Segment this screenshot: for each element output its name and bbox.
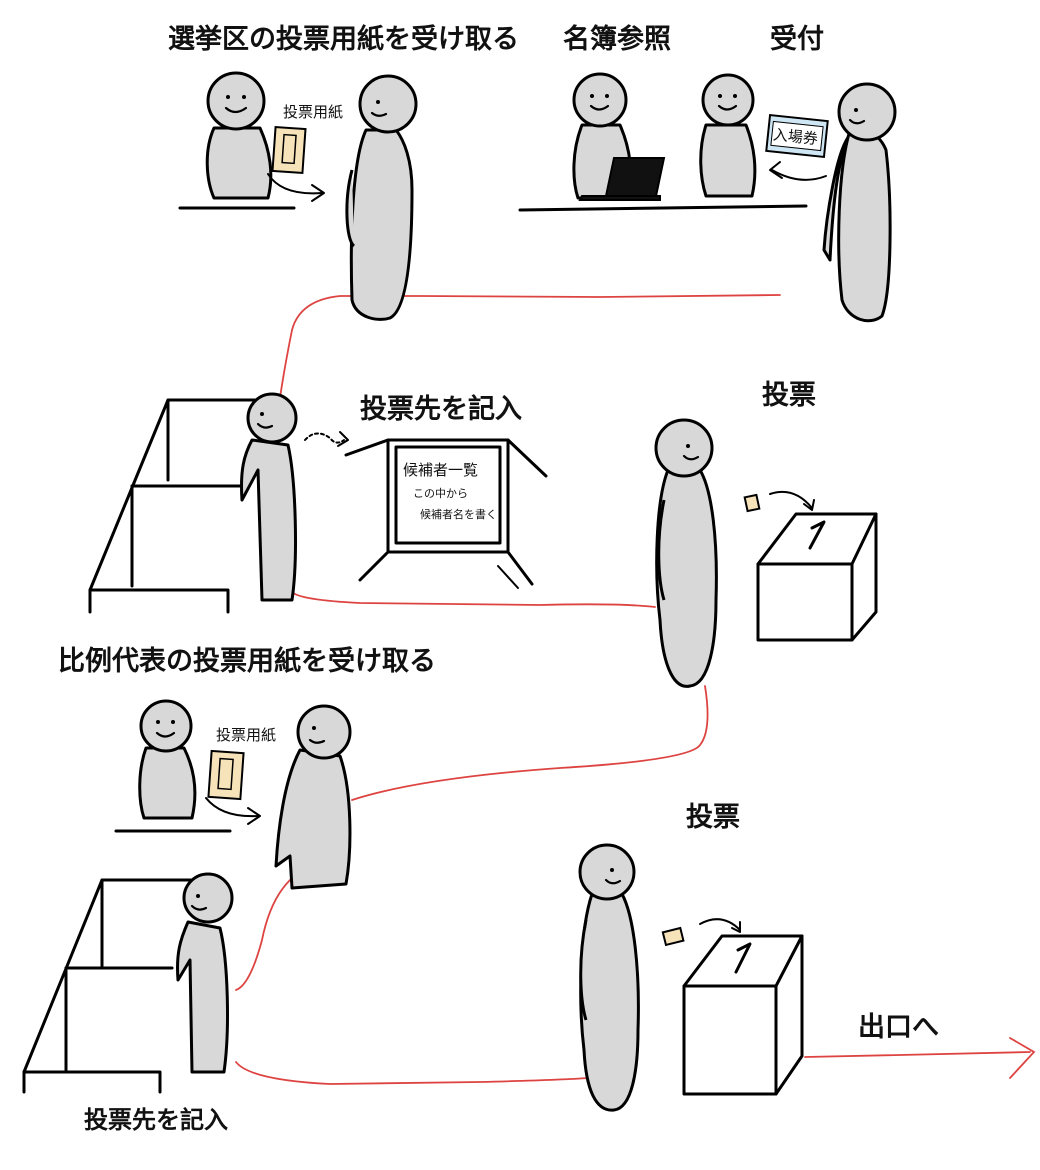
label-receive-pr-ballot: 比例代表の投票用紙を受け取る	[58, 645, 436, 677]
voter-casting-bottom	[580, 845, 638, 1110]
voter-writing-top	[241, 394, 296, 600]
staff-district-ballot	[207, 73, 271, 198]
voter-receive-pr	[276, 706, 350, 888]
arrowhead	[338, 432, 348, 446]
admission-ticket-card: 入場券	[766, 115, 827, 157]
arrowhead	[770, 162, 782, 178]
label-write-choice-top: 投票先を記入	[360, 393, 522, 425]
hand-over-arrow	[206, 798, 258, 816]
ballot-slip	[745, 495, 760, 511]
label-vote-top: 投票	[762, 380, 816, 411]
board-line-1: この中から	[413, 487, 468, 500]
candidate-board: 候補者一覧 この中から 候補者名を書く	[346, 440, 546, 588]
label-receive-district-ballot: 選挙区の投票用紙を受け取る	[168, 23, 519, 55]
voter-receive-district	[347, 76, 416, 319]
label-vote-bottom: 投票	[686, 802, 740, 833]
ballot-box-top	[758, 514, 876, 640]
label-ballot-paper-bottom: 投票用紙	[216, 726, 276, 744]
ticket-arrow	[772, 170, 826, 180]
voting-booth-top	[90, 400, 260, 612]
voting-booth-bottom	[24, 880, 194, 1092]
desk-reception	[520, 206, 806, 210]
hand-over-arrow	[268, 174, 322, 193]
label-to-exit: 出口へ	[858, 1012, 939, 1043]
label-reception: 受付	[770, 23, 824, 55]
voter-casting-top	[656, 420, 716, 686]
pencil-icon	[498, 566, 518, 588]
voter-reception	[824, 84, 895, 321]
board-line-2: 候補者名を書く	[420, 507, 497, 521]
glance-arrow	[305, 433, 344, 442]
ballot-box-bottom	[684, 936, 802, 1094]
staff-pr-ballot	[140, 701, 195, 818]
voter-writing-bottom	[177, 874, 232, 1072]
label-write-choice-bottom: 投票先を記入	[84, 1106, 228, 1134]
staff-reception	[701, 75, 755, 196]
label-ballot-paper-top: 投票用紙	[283, 103, 343, 121]
ballot-paper-icon	[273, 127, 306, 173]
label-roster-check: 名簿参照	[563, 23, 671, 55]
ballot-paper-icon	[208, 751, 243, 799]
ballot-slip	[663, 928, 684, 945]
board-title: 候補者一覧	[403, 461, 478, 479]
